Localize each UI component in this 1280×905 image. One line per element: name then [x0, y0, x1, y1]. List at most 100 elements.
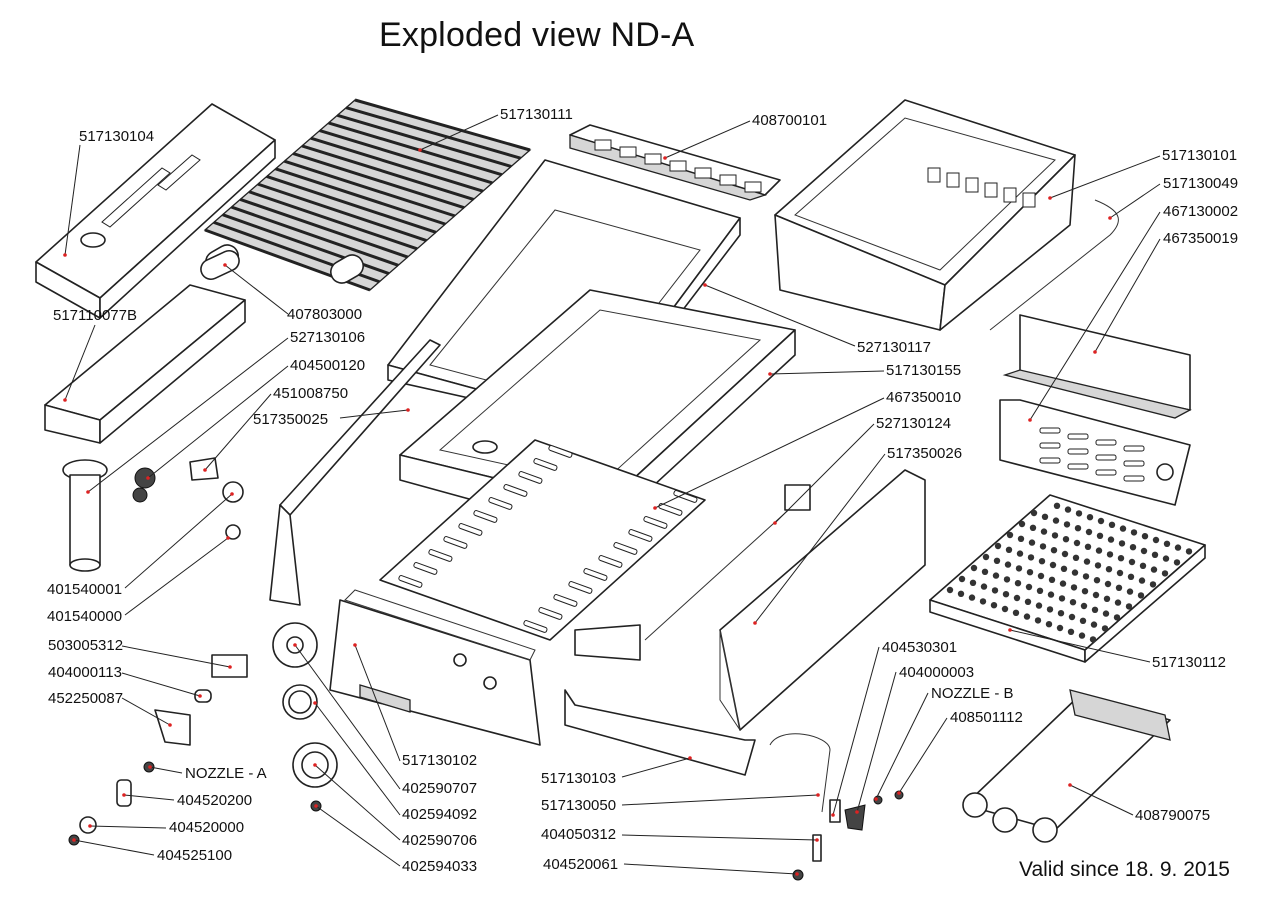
part-label: 402594033: [402, 858, 478, 875]
leader-line: [1009, 629, 1151, 663]
leader-dot: [663, 156, 667, 160]
leader-dot: [86, 490, 90, 494]
part-label: 517130103: [541, 770, 617, 787]
part-label: 401540001: [47, 581, 123, 598]
part-label: 503005312: [48, 637, 124, 654]
leader-dot: [168, 723, 172, 727]
knob-parts: [272, 622, 338, 812]
leader-line: [832, 646, 880, 816]
leader-dot: [688, 756, 692, 760]
leader-dot: [1028, 418, 1032, 422]
leader-line: [124, 537, 229, 616]
leader-line: [87, 337, 289, 493]
leader-line: [1049, 155, 1161, 199]
part-label: 527130117: [857, 339, 931, 356]
leader-line: [623, 863, 798, 875]
deflector-bar: [569, 124, 781, 201]
leader-line: [774, 423, 875, 524]
leader-line: [89, 825, 167, 829]
leader-dot: [815, 838, 819, 842]
part-label: 452250087: [48, 690, 124, 707]
side-panel-front: [999, 399, 1191, 506]
control-panel-bar: [35, 103, 276, 319]
leader-line: [64, 324, 96, 401]
part-label: 404530301: [882, 639, 958, 656]
part-label: 408790075: [1135, 807, 1211, 824]
leader-line: [149, 766, 183, 774]
validity-note: Valid since 18. 9. 2015: [1019, 858, 1230, 881]
leader-dot: [874, 797, 878, 801]
firebox: [774, 99, 1076, 331]
leader-dot: [226, 536, 230, 540]
leader-dot: [72, 838, 76, 842]
leader-dot: [795, 872, 799, 876]
leader-dot: [353, 643, 357, 647]
leader-line: [621, 757, 691, 778]
leader-dot: [313, 701, 317, 705]
leader-line: [1029, 211, 1161, 421]
burner-assembly: [962, 689, 1171, 843]
part-label: 404500120: [290, 357, 366, 374]
right-panel: [719, 469, 926, 731]
part-label: 517130049: [1163, 175, 1239, 192]
leader-dot: [1068, 783, 1072, 787]
part-label: 517130102: [402, 752, 478, 769]
part-label: 404525100: [157, 847, 233, 864]
side-panel-top: [1002, 314, 1192, 419]
part-label: 527130124: [876, 415, 952, 432]
leader-dot: [1008, 628, 1012, 632]
part-label: 517130155: [886, 362, 962, 379]
leader-dot: [855, 810, 859, 814]
leader-line: [1069, 784, 1134, 816]
part-label: 467350010: [886, 389, 962, 406]
leader-line: [354, 644, 401, 762]
part-label: 404000003: [899, 664, 975, 681]
leader-line: [621, 794, 819, 806]
front-panel: [329, 589, 541, 746]
drip-tray: [44, 284, 246, 444]
leader-line: [314, 764, 401, 841]
burner-tube: [62, 459, 108, 572]
leader-dot: [816, 793, 820, 797]
leader-line: [754, 453, 886, 624]
part-label: 402590706: [402, 832, 478, 849]
diagram-title: Exploded view ND-A: [379, 16, 695, 54]
leader-dot: [406, 408, 410, 412]
leader-dot: [897, 791, 901, 795]
leader-dot: [418, 148, 422, 152]
leader-dot: [63, 253, 67, 257]
leader-dot: [753, 621, 757, 625]
leader-dot: [313, 763, 317, 767]
part-label: 517350026: [887, 445, 963, 462]
leader-dot: [88, 824, 92, 828]
leader-line: [294, 644, 401, 790]
leader-dot: [314, 804, 318, 808]
valve: [132, 467, 156, 503]
leader-line: [121, 645, 231, 668]
leader-line: [419, 114, 499, 151]
part-label: 404520000: [169, 819, 245, 836]
part-label: 451008750: [273, 385, 349, 402]
leader-dot: [230, 492, 234, 496]
leader-line: [121, 672, 201, 697]
leader-line: [224, 264, 289, 315]
part-label: 401540000: [47, 608, 123, 625]
perforated-plate: [379, 439, 706, 641]
leader-line: [704, 284, 856, 347]
leader-dot: [773, 521, 777, 525]
leader-line: [64, 144, 81, 256]
leader-dot: [228, 665, 232, 669]
part-label: 467130002: [1163, 203, 1239, 220]
part-label: 517130050: [541, 797, 617, 814]
leader-dot: [1108, 216, 1112, 220]
grill-grate: [203, 98, 532, 292]
leader-line: [1109, 183, 1161, 219]
leader-line: [123, 794, 175, 801]
leader-dot: [148, 765, 152, 769]
leader-line: [898, 717, 948, 794]
leader-line: [147, 365, 289, 479]
leader-line: [339, 409, 409, 419]
leader-dot: [768, 372, 772, 376]
part-label: 402594092: [402, 806, 478, 823]
part-label: 517130111: [500, 106, 573, 123]
